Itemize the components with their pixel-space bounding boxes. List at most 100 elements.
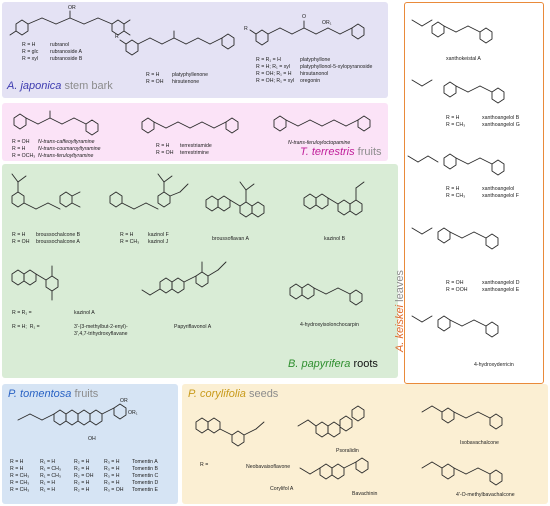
tomentosa-row4-n: Tomentin D: [132, 480, 159, 486]
japonica-part: stem bark: [64, 80, 113, 92]
papyrifera-kaz-n1: kazinol F: [148, 232, 169, 238]
papyrifera-species: B. papyrifera: [288, 358, 351, 370]
papyrifera-bro-r2: R = OH: [12, 239, 30, 245]
kazinol-f-structure: [109, 173, 189, 210]
xanthokeistal-name: xanthokeistal A: [446, 56, 481, 62]
tomentosa-row2-r3: R₃ = H: [104, 466, 120, 472]
hydroxyisolonchocarpin-structure: [289, 283, 363, 306]
keiskei-c-n2: xanthoangelol F: [482, 193, 519, 199]
bavachinin-structure: [299, 457, 369, 480]
keiskei-title: A. keiskei leaves: [394, 270, 406, 352]
rubranol-structure: [9, 10, 131, 36]
tomentosa-row1-r3: R₃ = H: [104, 459, 120, 465]
tomentosa-row4-r1: R₁ = H: [40, 480, 56, 486]
tomentosa-row4-r2: R₂ = H: [74, 480, 90, 486]
kazinol-b-name: kazinol B: [324, 236, 346, 242]
platyphyllenone-structure: [119, 30, 235, 56]
tomentosa-row5-n: Tomentin E: [132, 487, 158, 493]
xanthokeistal-structure: [411, 19, 493, 44]
tomentosa-part: fruits: [74, 388, 99, 400]
methylbavachalcone-name: 4'-O-methylbavachalcone: [456, 492, 515, 498]
tomentosa-row4-r: R = CH₃: [10, 480, 30, 486]
methylbavachalcone-structure: [421, 461, 503, 486]
psoralidin-name: Psoralidin: [336, 448, 359, 454]
corylifolia-panel: [182, 384, 548, 504]
papyrifera-kazA-r2: R = H; R₁ =: [12, 324, 40, 330]
corylifol-name: Corylifol A: [270, 486, 294, 492]
feruloyloctopamine-name: N-trans-feruloyloctopamine: [288, 140, 351, 146]
terrestris-left-r1: R = OH: [12, 139, 30, 145]
tomentosa-row2-r2: R₂ = H: [74, 466, 90, 472]
papyrifera-bro-n2: broussochalcone A: [36, 239, 80, 245]
tomentosa-panel: [2, 384, 178, 504]
tomentosa-row3-r: R = CH₃: [10, 473, 30, 479]
terrestris-left-n3: N-trans-feruloyltyramine: [38, 153, 94, 159]
keiskei-panel: [404, 2, 544, 384]
japonica-left-n3: rubranoside B: [50, 56, 83, 62]
terrestris-left-n1: N-trans-caffeoyltyramine: [38, 139, 95, 145]
papyrifera-kazA-r1: R = R₁ =: [12, 310, 32, 316]
terrestris-left-r3: R = OCH₃: [12, 153, 36, 159]
terrestriamide-structure: [141, 117, 239, 134]
tomentosa-row1-n: Tomentin A: [132, 459, 158, 465]
isobavachalcone-structure: [421, 405, 503, 430]
keiskei-d-r1: R = OH: [446, 280, 464, 286]
keiskei-b-r1: R = H: [446, 115, 460, 121]
neobavaisoflavone-name: Neobavaisoflavone: [246, 464, 291, 470]
japonica-mid-r2: R = OH: [146, 79, 164, 85]
tomentosa-row5-r: R = CH₃: [10, 487, 30, 493]
tomentosa-or1-label: OR₁: [128, 410, 138, 416]
xanthoangelol-d-structure: [411, 227, 499, 250]
papyrifera-kazA-n2: 3'-(3-methylbut-2-enyl)-: [74, 324, 128, 330]
rubranol-or-label: OR: [68, 5, 76, 11]
tomentosa-row1-r1: R₁ = H: [40, 459, 56, 465]
tomentosa-title: P. tomentosa fruits: [8, 388, 98, 400]
terrestris-left-n2: N-trans-coumaroyltyramine: [38, 146, 101, 152]
papyriflavonol-structure: [141, 261, 227, 296]
neobavaisoflavone-structure: [195, 417, 265, 447]
tomentosa-row5-r1: R₁ = H: [40, 487, 56, 493]
japonica-right-r1: R = R₁ = H: [256, 57, 281, 63]
keiskei-species: A. keiskei: [394, 304, 406, 352]
tomentosa-row2-n: Tomentin B: [132, 466, 158, 472]
japonica-mid-r1: R = H: [146, 72, 160, 78]
corylifolia-part: seeds: [248, 388, 279, 400]
broussoflavan-structure: [205, 181, 265, 218]
papyrifera-kazA-n1: kazinol A: [74, 310, 95, 316]
corylifolia-r-prefix: R =: [200, 462, 209, 468]
japonica-left-r2: R = glc: [22, 49, 39, 55]
japonica-right-r3: R = OH; R₁ = H: [256, 71, 292, 77]
papyrifera-bro-n1: broussochalcone B: [36, 232, 81, 238]
broussoflavan-name: broussoflavan A: [212, 236, 249, 242]
papyriflavonol-name: Papyriflavonol A: [174, 324, 212, 330]
papyrifera-kaz-n2: kazinol J: [148, 239, 169, 245]
tomentosa-row1-r: R = H: [10, 459, 24, 465]
japonica-title: A. japonica stem bark: [7, 80, 113, 92]
terrestris-mid-n2: terrestrimine: [180, 150, 209, 156]
platyphyllone-or1-label: OR₁: [322, 20, 332, 26]
psoralidin-structure: [297, 405, 365, 438]
terrestris-mid-n1: terrestriamide: [180, 143, 212, 149]
platyphyllone-o-label: O: [302, 14, 307, 20]
terrestris-left-r2: R = H: [12, 146, 26, 152]
japonica-left-r3: R = xyl: [22, 56, 38, 62]
corylifolia-species: P. corylifolia: [188, 388, 246, 400]
hydroxyderricin-name: 4-hydroxyderricin: [474, 362, 514, 368]
papyrifera-kaz-r2: R = CH₃: [120, 239, 140, 245]
terrestris-mid-r1: R = H: [156, 143, 170, 149]
keiskei-b-n1: xanthoangelol B: [482, 115, 520, 121]
japonica-right-n2: platyphyllonol-5-xylopyranoside: [300, 64, 373, 70]
terrestris-mid-r2: R = OH: [156, 150, 174, 156]
bavachinin-name: Bavachinin: [352, 491, 378, 497]
keiskei-d-r2: R = OOH: [446, 287, 468, 293]
tomentosa-row4-r3: R₃ = H: [104, 480, 120, 486]
papyrifera-title: B. papyrifera roots: [288, 358, 378, 370]
tomentosa-or-label: OR: [120, 398, 128, 404]
terrestris-part: fruits: [357, 146, 382, 158]
japonica-species: A. japonica: [7, 80, 62, 92]
tomentosa-oh-label: OH: [88, 436, 96, 442]
keiskei-c-r1: R = H: [446, 186, 460, 192]
tomentosa-row3-r2: R₂ = OH: [74, 473, 94, 479]
keiskei-c-n1: xanthoangelol: [482, 186, 515, 192]
tomentosa-row2-r1: R₁ = CH₃: [40, 466, 62, 472]
